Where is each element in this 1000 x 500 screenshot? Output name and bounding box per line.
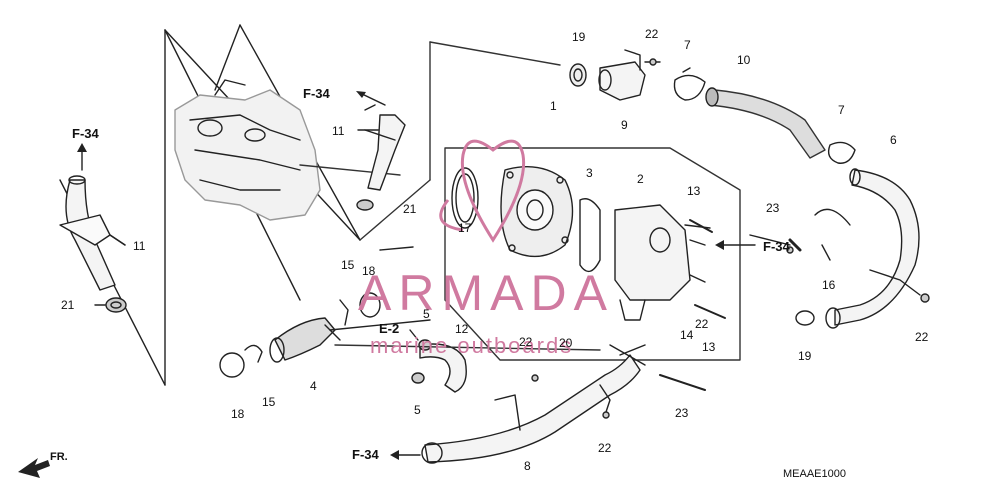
callout-7-upper: 7 — [684, 38, 691, 52]
watermark-tagline: marine outboards — [370, 333, 574, 358]
callout-15-lower: 15 — [262, 395, 276, 409]
bolt-13-lower — [694, 304, 726, 319]
fitting-9 — [569, 49, 661, 101]
callout-22-mid: 22 — [519, 335, 533, 349]
watermark-logo-icon — [428, 130, 558, 270]
ref-f34-left: F-34 — [72, 126, 99, 141]
callout-19-lower: 19 — [798, 349, 812, 363]
callout-10: 10 — [737, 53, 751, 67]
pipe-11-left — [59, 175, 127, 313]
ref-f34-upper: F-34 — [303, 86, 330, 101]
clamp-16 — [814, 208, 851, 226]
callout-15-upper: 15 — [341, 258, 355, 272]
callout-12: 12 — [455, 322, 469, 336]
front-marker-label: FR. — [50, 451, 68, 463]
hose-10 — [705, 87, 826, 159]
callout-8: 8 — [524, 459, 531, 473]
bolt-13-upper — [689, 219, 713, 233]
callout-21-upper: 21 — [403, 202, 417, 216]
ref-f34-bottom: F-34 — [352, 447, 379, 462]
callout-4: 4 — [310, 379, 317, 393]
clamp-16-tab — [821, 244, 831, 261]
callout-18-lower: 18 — [231, 407, 245, 421]
callout-3: 3 — [586, 166, 593, 180]
gasket-3 — [579, 198, 601, 273]
callout-7-lower: 7 — [838, 103, 845, 117]
callout-1: 1 — [550, 99, 557, 113]
drawing-code: MEAAE1000 — [783, 468, 846, 480]
callout-22-bottom: 22 — [598, 441, 612, 455]
assembly-box — [444, 147, 741, 361]
callout-20: 20 — [559, 336, 573, 350]
pipe-8 — [421, 344, 646, 464]
callout-22-housing: 22 — [695, 317, 709, 331]
clip-15-right — [339, 299, 349, 326]
watermark-brand: ARMADA — [358, 265, 614, 321]
bolt-23-lower — [659, 374, 706, 391]
clip-15-left — [244, 344, 263, 363]
bolt-23-upper — [749, 234, 802, 252]
oring-18-right — [359, 292, 381, 318]
callout-5-upper: 5 — [423, 307, 430, 321]
callout-9: 9 — [621, 118, 628, 132]
housing-2 — [614, 204, 711, 321]
callout-16: 16 — [822, 278, 836, 292]
clamp-5-upper — [418, 339, 432, 351]
clamps-7 — [673, 67, 856, 164]
oring-17 — [451, 167, 479, 229]
callout-5-lower: 5 — [414, 403, 421, 417]
callout-17: 17 — [458, 221, 472, 235]
ref-e2: E-2 — [379, 321, 400, 336]
pipe-11-upper — [356, 104, 406, 211]
ref-f34-right: F-34 — [763, 239, 790, 254]
callout-22-right: 22 — [915, 330, 929, 344]
pipe-6 — [825, 168, 930, 329]
front-arrow-icon — [18, 458, 50, 478]
callout-21-left: 21 — [61, 298, 75, 312]
callout-23-upper: 23 — [766, 201, 780, 215]
callout-13-lower: 13 — [702, 340, 716, 354]
callout-11-left: 11 — [133, 239, 146, 253]
oring-19-lower — [795, 310, 815, 326]
callout-6: 6 — [890, 133, 897, 147]
callout-14: 14 — [680, 328, 694, 342]
callout-19-upper: 19 — [572, 30, 586, 44]
callout-23-lower: 23 — [675, 406, 689, 420]
pipe-4 — [269, 317, 341, 363]
hose-12 — [419, 343, 467, 393]
callout-18-upper: 18 — [362, 264, 376, 278]
callout-11-upper: 11 — [332, 124, 345, 138]
callout-22-top: 22 — [645, 27, 659, 41]
oring-18-left — [219, 352, 245, 378]
callout-13-upper: 13 — [687, 184, 701, 198]
clamp-5-lower — [411, 372, 425, 384]
callout-2: 2 — [637, 172, 644, 186]
